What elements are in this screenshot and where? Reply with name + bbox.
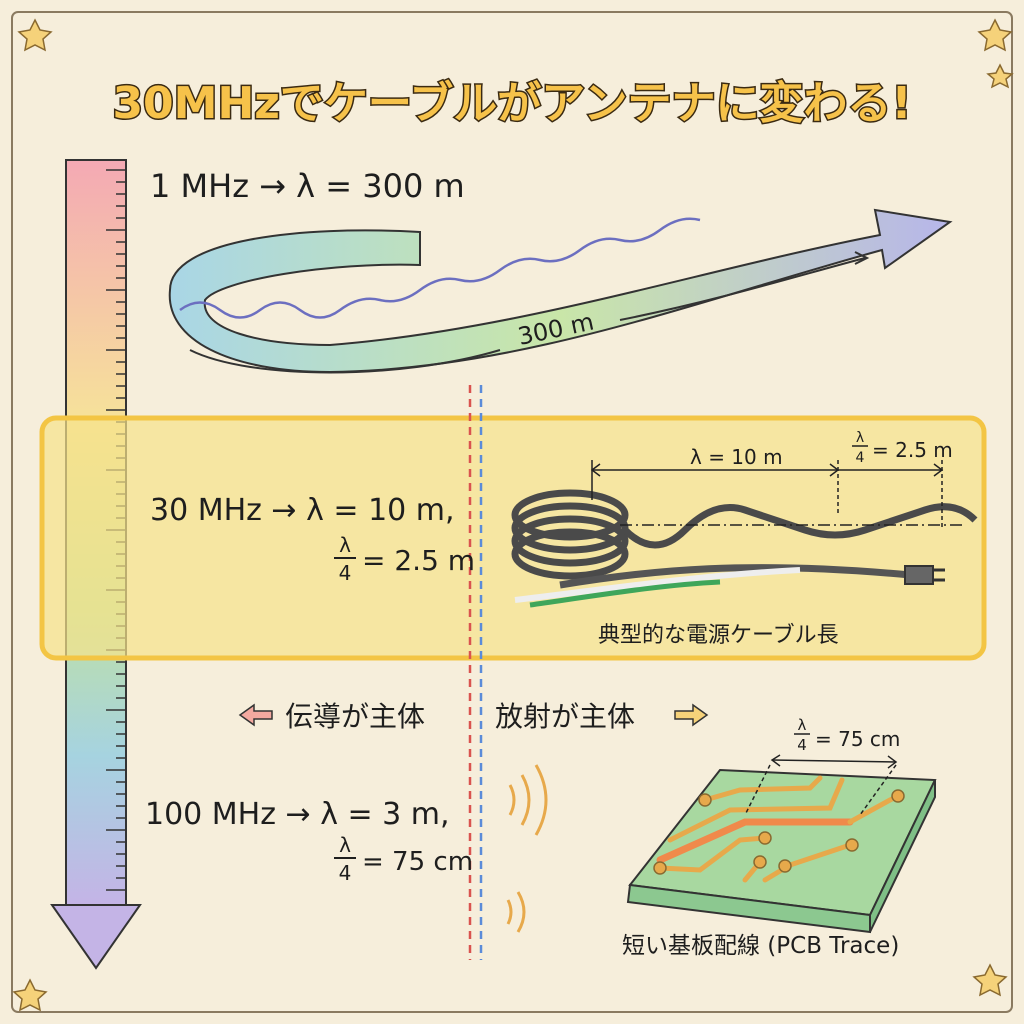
arrow-right-icon	[674, 703, 709, 727]
100mhz-quarter-wave: λ 4 = 75 cm	[334, 833, 473, 885]
arrow-left-icon	[238, 703, 273, 727]
30mhz-quarter-wave: λ 4 = 2.5 m	[334, 533, 475, 585]
svg-text:= 2.5 m: = 2.5 m	[872, 438, 953, 462]
1mhz-wavelength-label: 1 MHz → λ = 300 m	[150, 167, 465, 205]
100mhz-wavelength-label: 100 MHz → λ = 3 m,	[145, 797, 450, 832]
cable-dimension-lines	[590, 460, 965, 528]
svg-text:4: 4	[339, 561, 352, 585]
radiation-label: 放射が主体	[495, 700, 635, 733]
page-border	[11, 11, 1013, 1013]
svg-text:λ: λ	[856, 430, 864, 446]
cable-caption: 典型的な電源ケーブル長	[598, 623, 839, 648]
30mhz-wavelength-label: 30 MHz → λ = 10 m,	[150, 493, 455, 528]
conduction-label: 伝導が主体	[285, 700, 425, 733]
arrow-down-icon	[50, 904, 142, 970]
pcb-quarter-wave-label: λ 4 = 75 cm	[794, 716, 900, 754]
star-decorations	[12, 18, 1014, 1012]
svg-text:= 2.5 m: = 2.5 m	[362, 544, 475, 577]
svg-text:= 75 cm: = 75 cm	[815, 727, 900, 751]
svg-text:4: 4	[339, 861, 352, 885]
pcb-illustration	[626, 754, 937, 934]
pcb-caption: 短い基板配線 (PCB Trace)	[622, 933, 899, 959]
page-title: 30MHzでケーブルがアンテナに変わる!	[112, 78, 911, 129]
cable-wavelength-label: λ = 10 m	[690, 445, 783, 469]
ribbon-wave-arrow	[168, 208, 953, 374]
cable-quarter-wave-label: λ 4 = 2.5 m	[852, 430, 953, 466]
radio-wave-icon	[506, 764, 548, 933]
svg-text:4: 4	[856, 450, 865, 466]
ribbon-length-label: 300 m	[515, 308, 596, 351]
svg-text:= 75 cm: = 75 cm	[362, 847, 473, 877]
svg-text:λ: λ	[339, 533, 351, 557]
svg-text:λ: λ	[798, 716, 807, 734]
svg-text:4: 4	[797, 736, 807, 754]
svg-text:λ: λ	[339, 833, 351, 857]
power-cable-illustration	[511, 489, 978, 608]
